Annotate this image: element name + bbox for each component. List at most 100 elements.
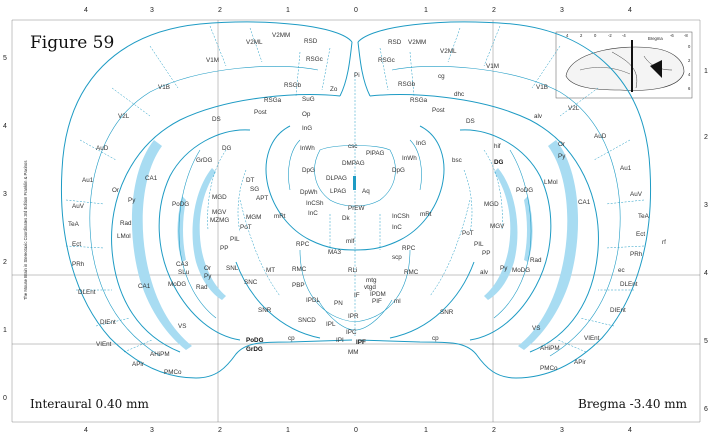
- label-aud-left: AuD: [96, 145, 109, 152]
- label-apir-left: APir: [132, 361, 144, 368]
- label-inc-left: InC: [308, 210, 318, 217]
- label-py2-left: Py: [204, 273, 212, 280]
- label-aud-right: AuD: [594, 133, 607, 140]
- label-v2mm-left: V2MM: [272, 32, 290, 39]
- label-ipr: IPR: [348, 313, 359, 320]
- label-prh-left: PRh: [72, 261, 85, 268]
- label-mgv-left: MGV: [212, 209, 227, 216]
- hippocampus: [131, 129, 579, 350]
- label-au1-right: Au1: [620, 165, 632, 172]
- tick-bottom-2r: 2: [492, 427, 496, 434]
- inset-tick-s3: 6: [688, 86, 691, 91]
- label-modg-left: MoDG: [168, 281, 186, 288]
- tick-bottom-3r: 3: [560, 427, 564, 434]
- inset-tick-5: -6: [670, 33, 674, 38]
- figure-title: Figure 59: [30, 33, 114, 53]
- inset-tick-s0: 0: [688, 44, 691, 49]
- label-py-right: Py: [558, 153, 566, 160]
- grid: [11, 19, 701, 423]
- tick-top-2r: 2: [492, 7, 496, 14]
- label-rsgb-left: RSGb: [284, 82, 302, 89]
- label-rad2-left: Rad: [196, 284, 208, 291]
- label-pbp: PBP: [292, 282, 305, 289]
- inset-tick-s2: 4: [688, 72, 691, 77]
- label-rpc-right: RPC: [402, 245, 416, 252]
- label-prh-right: PRh: [630, 251, 643, 258]
- label-rsgc-right: RSGc: [378, 57, 395, 64]
- label-ipdl: IPDL: [306, 297, 320, 304]
- label-rsd-right: RSD: [388, 39, 402, 46]
- tick-left-3: 3: [3, 191, 7, 198]
- label-ect-right: Ect: [636, 231, 645, 238]
- tick-bottom-2l: 2: [218, 427, 222, 434]
- label-op: Op: [302, 111, 311, 118]
- label-cp-right: cp: [432, 335, 439, 342]
- label-lmol-left: LMol: [117, 233, 131, 240]
- label-lpag: LPAG: [330, 188, 346, 195]
- label-v2ml-right: V2ML: [440, 48, 457, 55]
- label-ipc: IPC: [346, 329, 357, 336]
- label-post-right: Post: [432, 107, 445, 114]
- tick-top-3r: 3: [560, 7, 564, 14]
- label-dg-left: DG: [222, 145, 232, 152]
- label-inwh-right: InWh: [402, 155, 417, 162]
- label-rsga-right: RSGa: [410, 97, 428, 104]
- label-csc: csc: [348, 143, 357, 150]
- inset-sagittal-map: Bregma 4 2 0 -2 -4 -6 -8 0 2 4 6: [555, 31, 693, 99]
- label-mgm: MGM: [246, 214, 261, 221]
- label-v2ml-left: V2ML: [246, 39, 263, 46]
- label-v1b-left: V1B: [158, 84, 170, 91]
- label-py-left: Py: [128, 197, 136, 204]
- label-dpwh: DpWh: [300, 189, 318, 196]
- label-alv2-right: alv: [480, 269, 489, 276]
- label-dhc: dhc: [454, 91, 464, 98]
- label-rad-left: Rad: [120, 220, 132, 227]
- inset-tick-s1: 2: [688, 58, 691, 63]
- label-alv-right: alv: [534, 113, 543, 120]
- label-pif: PIF: [372, 298, 382, 305]
- label-dpg-right: DpG: [392, 167, 405, 174]
- label-inc-right: InC: [392, 224, 402, 231]
- label-sncd: SNCD: [298, 317, 316, 324]
- label-dlent-left: DLEnt: [78, 289, 96, 296]
- label-rsga-left: RSGa: [264, 97, 282, 104]
- tick-right-2: 2: [704, 134, 708, 141]
- tick-left-5: 5: [3, 55, 7, 62]
- inset-tick-2: 0: [594, 33, 597, 38]
- label-snr-left: SNR: [258, 307, 272, 314]
- label-apt: APT: [256, 195, 268, 202]
- label-incsh-left: InCSh: [306, 200, 324, 207]
- tick-right-6: 6: [704, 406, 708, 413]
- label-ca1-right: CA1: [578, 199, 591, 206]
- inset-tick-1: 2: [580, 33, 583, 38]
- label-podg-right: PoDG: [516, 187, 533, 194]
- label-pot-left: PoT: [240, 224, 252, 231]
- inset-tick-3: -2: [608, 33, 612, 38]
- label-ahipm-left: AHiPM: [150, 351, 170, 358]
- tick-top-4l: 4: [84, 7, 88, 14]
- label-mgv-right: MGV: [490, 223, 505, 230]
- interaural-label: Interaural 0.40 mm: [30, 397, 149, 411]
- label-mm: MM: [348, 349, 359, 356]
- label-mlf: mlf: [346, 238, 355, 245]
- label-modg-right: MoDG: [512, 267, 530, 274]
- axis-top: 4 3 2 1 0 1 2 3 4: [84, 7, 632, 14]
- tick-top-0: 0: [354, 7, 358, 14]
- tick-bottom-4l: 4: [84, 427, 88, 434]
- tick-right-1: 1: [704, 68, 708, 75]
- label-slu-left: SLu: [178, 269, 190, 276]
- label-rmc-left: RMC: [292, 266, 307, 273]
- label-v1m-left: V1M: [206, 57, 219, 64]
- side-credit: The Mouse Brain in Stereotaxic Coordinat…: [23, 161, 28, 300]
- label-vient-left: VIEnt: [96, 341, 112, 348]
- label-ca1-left: CA1: [145, 175, 158, 182]
- axis-bottom: 4 3 2 1 0 1 2 3 4: [84, 427, 632, 434]
- label-scp: scp: [392, 254, 402, 261]
- tick-top-1r: 1: [424, 7, 428, 14]
- brain-outline: [60, 21, 652, 379]
- label-mtg: mtg: [366, 277, 377, 284]
- label-rf: rf: [662, 239, 666, 246]
- label-pmco-right: PMCo: [540, 365, 558, 372]
- label-dt: DT: [246, 177, 255, 184]
